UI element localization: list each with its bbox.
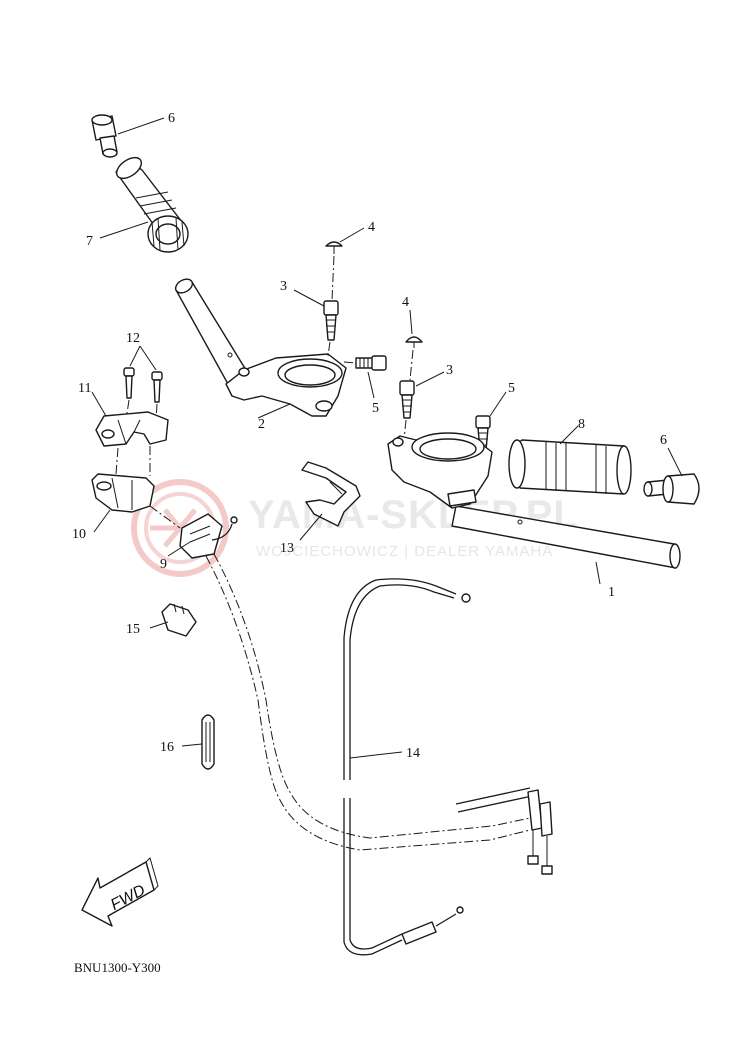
leader-12a xyxy=(129,345,141,367)
part-cable-bracket xyxy=(301,461,361,527)
leader-6-right xyxy=(667,447,683,477)
callout-3-left: 3 xyxy=(280,279,287,294)
part-switch-screws xyxy=(123,367,163,403)
callout-13: 13 xyxy=(280,541,294,556)
leader-10 xyxy=(93,509,111,533)
part-cable-band xyxy=(201,714,215,770)
leader-8 xyxy=(559,425,579,445)
leader-5-right xyxy=(489,391,507,417)
leader-11 xyxy=(91,391,107,417)
part-pinch-bolt-right xyxy=(475,415,491,451)
leader-3-left xyxy=(293,289,325,307)
callout-14: 14 xyxy=(406,746,420,761)
leader-1 xyxy=(595,561,601,585)
part-switch-wire-harness xyxy=(205,553,531,851)
callout-11: 11 xyxy=(78,381,91,396)
callout-6-right: 6 xyxy=(660,433,667,448)
leader-3-right xyxy=(415,371,445,387)
part-bolt-right xyxy=(399,380,415,419)
callout-2: 2 xyxy=(258,417,265,432)
part-grip xyxy=(508,439,632,495)
callout-5-left: 5 xyxy=(372,401,379,416)
part-right-handlebar xyxy=(387,432,681,569)
callout-7: 7 xyxy=(86,234,93,249)
callout-6-left: 6 xyxy=(168,111,175,126)
drawing-code: BNU1300-Y300 xyxy=(74,960,161,975)
part-bolt-left xyxy=(323,300,339,341)
part-left-handlebar xyxy=(174,278,347,417)
callout-12: 12 xyxy=(126,331,140,346)
callout-3-right: 3 xyxy=(446,363,453,378)
callout-5-right: 5 xyxy=(508,381,515,396)
callout-9: 9 xyxy=(160,557,167,572)
callout-4-right: 4 xyxy=(402,295,409,310)
leader-4-left xyxy=(339,227,365,243)
part-switch-lower-half xyxy=(91,473,155,513)
part-pinch-bolt-left xyxy=(355,355,387,371)
leader-7 xyxy=(99,221,149,239)
leader-5-left xyxy=(367,371,375,399)
callout-1: 1 xyxy=(608,585,615,600)
callout-4-left: 4 xyxy=(368,220,375,235)
leader-15 xyxy=(149,621,169,629)
part-throttle-grip xyxy=(115,156,189,253)
part-bar-end-left xyxy=(91,114,118,158)
callout-10: 10 xyxy=(72,527,86,542)
leader-12b xyxy=(139,345,157,371)
leader-4-right xyxy=(409,309,413,335)
leader-13 xyxy=(299,513,323,541)
watermark-subtitle: WOJCIECHOWICZ | DEALER YAMAHA xyxy=(256,543,553,560)
leader-6-left xyxy=(117,117,165,135)
leader-2 xyxy=(257,403,291,419)
forward-direction-arrow: FWD xyxy=(81,857,159,927)
callout-8: 8 xyxy=(578,417,585,432)
leader-16 xyxy=(181,743,203,747)
leader-14 xyxy=(349,751,403,759)
callout-15: 15 xyxy=(126,622,140,637)
part-switch-upper-half xyxy=(95,411,169,447)
callout-16: 16 xyxy=(160,740,174,755)
part-throttle-cable xyxy=(343,578,553,956)
leader-9 xyxy=(167,541,191,557)
part-wire-clip xyxy=(161,603,197,637)
part-bar-end-right xyxy=(643,473,700,505)
part-cap-left xyxy=(325,241,343,254)
part-cap-right xyxy=(405,336,423,348)
